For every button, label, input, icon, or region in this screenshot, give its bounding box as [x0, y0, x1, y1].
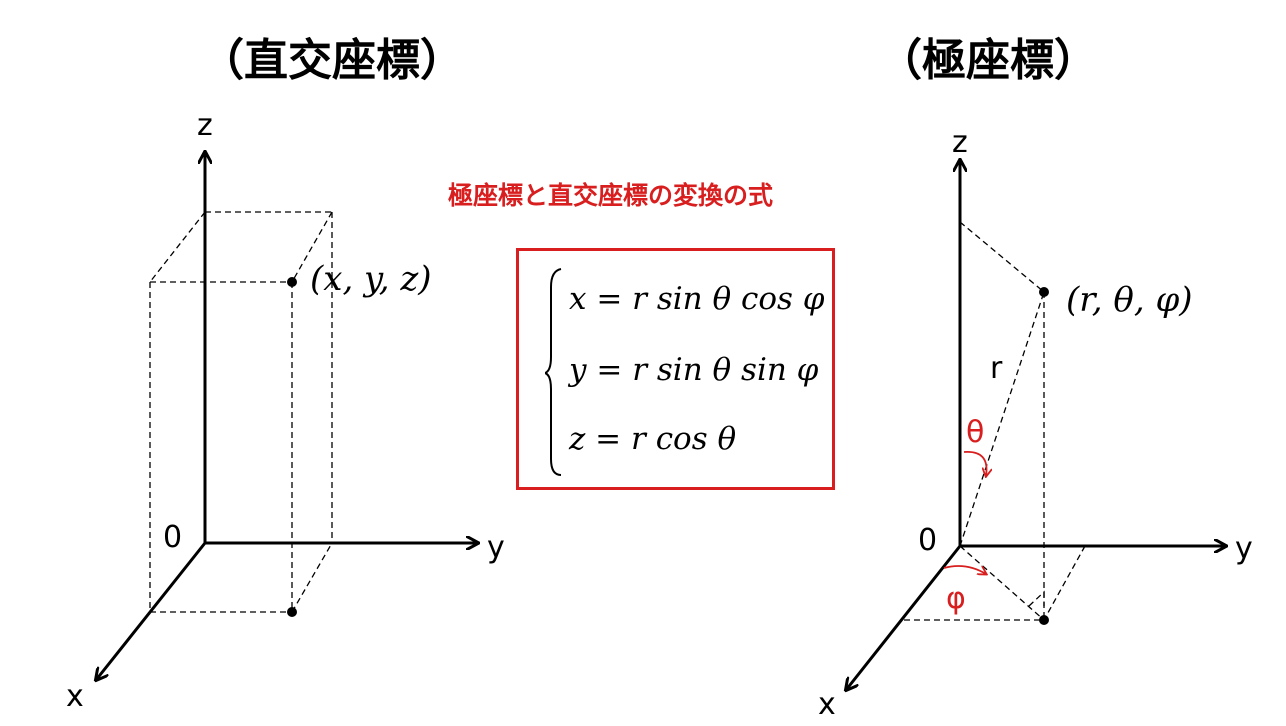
polar-x-axis: [846, 545, 962, 690]
formula-y: y = r sin θ sin φ: [569, 352, 819, 388]
polar-origin-label: 0: [918, 523, 937, 558]
cartesian-x-label: x: [66, 679, 84, 714]
polar-point: [1039, 287, 1049, 297]
radius-label: r: [990, 351, 1003, 386]
polar-z-label: z: [952, 125, 968, 160]
polar-diagram: z y x 0 r θ φ (r, θ, φ): [818, 125, 1253, 722]
polar-dashed-lines: [904, 221, 1086, 621]
polar-title: （極座標）: [878, 35, 1098, 86]
polar-y-label: y: [1235, 531, 1253, 566]
phi-arc-icon: [943, 565, 986, 574]
polar-point-projection: [1039, 615, 1049, 625]
brace-icon: [545, 268, 562, 476]
cartesian-point: [287, 277, 297, 287]
conversion-formula-heading: 極座標と直交座標の変換の式: [448, 181, 774, 210]
cartesian-title: （直交座標）: [200, 35, 464, 86]
formula-z: z = r cos θ: [569, 421, 737, 457]
cartesian-point-label: (x, y, z): [310, 259, 432, 299]
theta-label: θ: [966, 415, 984, 450]
polar-point-label: (r, θ, φ): [1066, 280, 1193, 320]
cartesian-point-projection: [287, 607, 297, 617]
cartesian-y-label: y: [487, 530, 505, 565]
theta-arc-icon: [963, 451, 987, 476]
formula-x: x = r sin θ cos φ: [569, 281, 825, 317]
cartesian-x-axis: [96, 542, 207, 680]
cartesian-z-label: z: [197, 108, 213, 143]
phi-label: φ: [946, 581, 966, 616]
cartesian-dashed-box: [149, 211, 333, 613]
cartesian-origin-label: 0: [163, 520, 182, 555]
cartesian-diagram: z y x 0 (x, y, z): [66, 108, 505, 714]
polar-x-label: x: [818, 687, 836, 722]
formula-box: x = r sin θ cos φ y = r sin θ sin φ z = …: [516, 248, 835, 490]
